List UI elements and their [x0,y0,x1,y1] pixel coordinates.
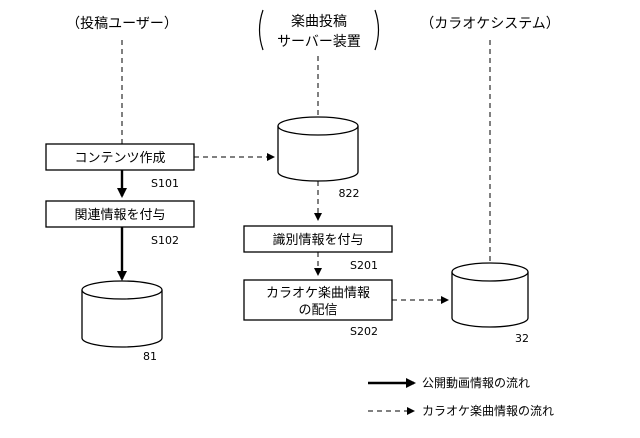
step-s102-label: 関連情報を付与 [74,208,165,223]
step-s201-id: S201 [350,259,378,272]
database-822: 822 [278,117,360,200]
step-s201-label: 識別情報を付与 [272,233,363,248]
database-822-label: 822 [339,187,360,200]
database-32: 32 [452,263,529,345]
legend: 公開動画情報の流れ カラオケ楽曲情報の流れ [368,376,554,418]
step-s102-id: S102 [151,234,179,247]
database-32-label: 32 [515,332,529,345]
database-81-label: 81 [143,350,157,363]
lane-server-label-line1: 楽曲投稿 [291,14,347,30]
step-s202-label-line1: カラオケ楽曲情報 [266,285,370,301]
lane-server-label-line2: サーバー装置 [277,34,361,50]
step-s202: カラオケ楽曲情報 の配信 S202 [244,280,392,338]
step-s102: 関連情報を付与 S102 [46,201,194,247]
step-s101-label: コンテンツ作成 [74,151,165,166]
lane-server-header: 楽曲投稿 サーバー装置 [260,10,379,50]
lane-karaoke-label: （カラオケシステム） [420,16,560,32]
step-s101: コンテンツ作成 S101 [46,144,194,190]
database-81: 81 [82,281,162,363]
legend-dashed-label: カラオケ楽曲情報の流れ [422,404,554,418]
lane-user-label: （投稿ユーザー） [66,16,178,32]
step-s202-id: S202 [350,325,378,338]
step-s101-id: S101 [151,177,179,190]
legend-solid-label: 公開動画情報の流れ [422,376,530,390]
step-s202-label-line2: の配信 [298,303,337,318]
